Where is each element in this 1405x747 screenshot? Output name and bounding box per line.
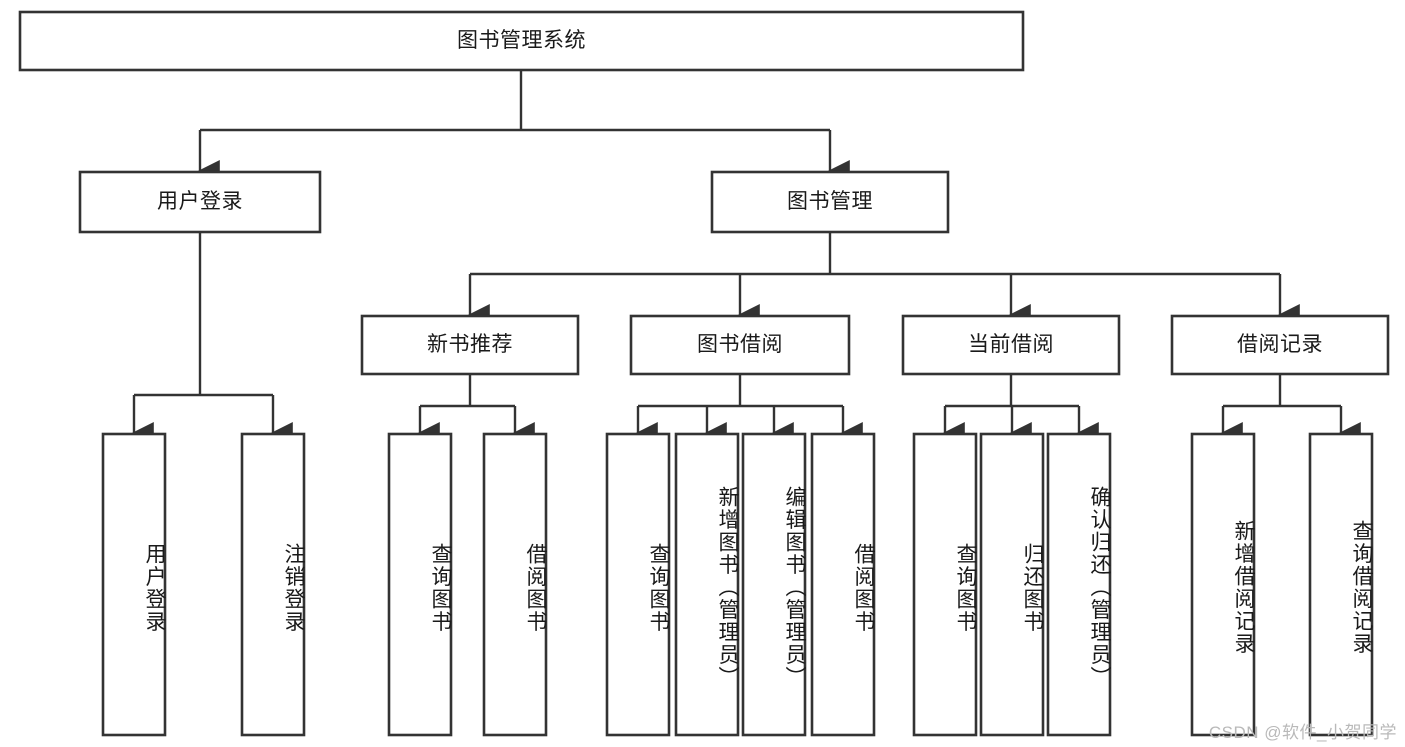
node-box-new-book-recommend[interactable]	[360, 314, 580, 376]
node-box-book-borrow[interactable]	[629, 314, 851, 376]
watermark: CSDN @软件_小贺同学	[1208, 723, 1397, 742]
node-box-leaf-return-book[interactable]	[979, 432, 1045, 737]
node-box-leaf-confirm-return[interactable]	[1046, 432, 1112, 737]
node-box-current-borrow[interactable]	[901, 314, 1121, 376]
node-box-leaf-query-book-3[interactable]	[912, 432, 978, 737]
node-box-leaf-add-book[interactable]	[674, 432, 740, 737]
node-box-root[interactable]	[18, 10, 1025, 72]
node-box-user-login[interactable]	[78, 170, 322, 234]
node-box-leaf-borrow-book-2[interactable]	[810, 432, 876, 737]
node-box-leaf-add-record[interactable]	[1190, 432, 1256, 737]
node-box-leaf-logout[interactable]	[240, 432, 306, 737]
node-box-leaf-user-login[interactable]	[101, 432, 167, 737]
node-box-leaf-edit-book[interactable]	[741, 432, 807, 737]
node-box-leaf-query-record[interactable]	[1308, 432, 1374, 737]
node-box-leaf-query-book-1[interactable]	[387, 432, 453, 737]
node-box-leaf-borrow-book-1[interactable]	[482, 432, 548, 737]
node-box-book-manage[interactable]	[710, 170, 950, 234]
node-box-leaf-query-book-2[interactable]	[605, 432, 671, 737]
connector-layer	[131, 70, 1361, 444]
node-box-borrow-record[interactable]	[1170, 314, 1390, 376]
box-layer	[18, 10, 1390, 737]
